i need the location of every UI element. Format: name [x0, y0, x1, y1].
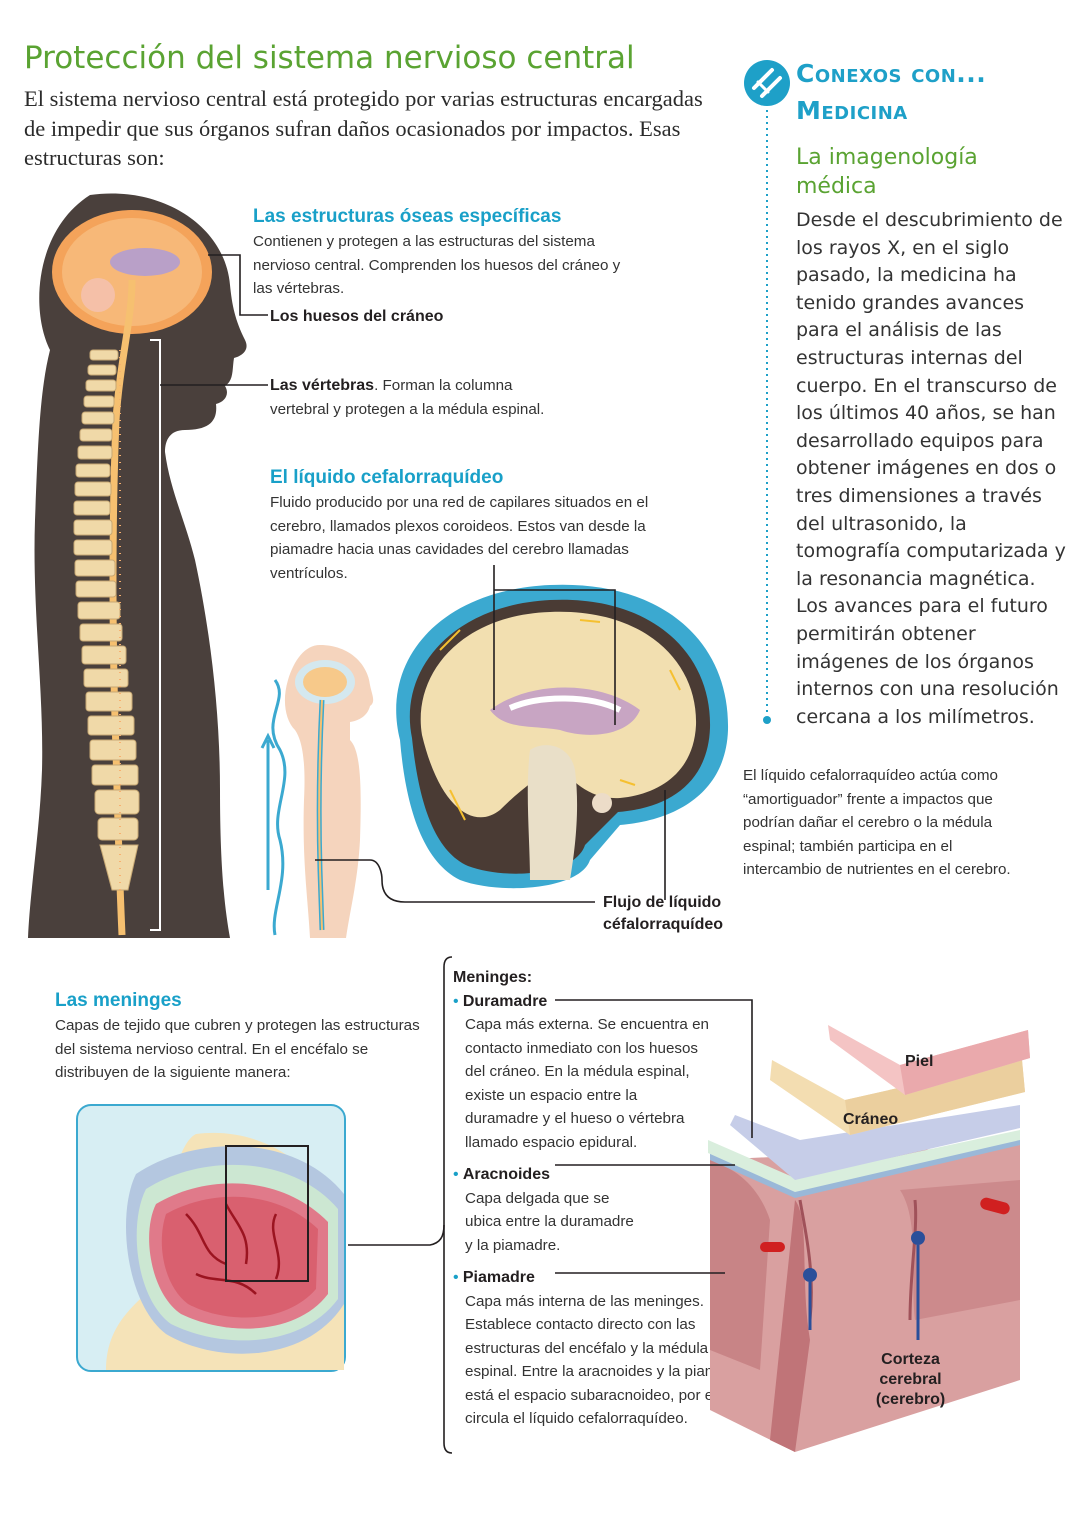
sidebar-subheading: La imagenología médica	[796, 145, 978, 199]
vertebrae-paragraph: Las vértebras. Forman la columna vertebr…	[270, 374, 570, 421]
brain-closeup-illustration	[76, 1104, 346, 1372]
body-silhouette-illustration	[28, 193, 247, 938]
bullet-icon: •	[453, 1166, 459, 1183]
meninges-item-duramadre: • Duramadre Capa más externa. Se encuent…	[453, 990, 743, 1155]
meninges-item-piamadre: • Piamadre Capa más interna de las menin…	[453, 1266, 749, 1431]
bone-connector-lines	[150, 254, 268, 931]
meninges-item-aracnoides: • Aracnoides Capa delgada que se ubica e…	[453, 1163, 743, 1257]
vertebrae-label: Las vértebras	[270, 377, 375, 394]
meninges-section-heading: Las meninges	[55, 990, 182, 1011]
csf-section-heading: El líquido cefalorraquídeo	[270, 467, 504, 488]
aracnoides-name: Aracnoides	[462, 1166, 550, 1183]
csf-section-text: Fluido producido por una red de capilare…	[270, 494, 649, 582]
sidebar-heading: Conexos con... Medicina	[796, 55, 986, 129]
sidebar-dotted-line	[763, 110, 771, 724]
sidebar-heading-line2: Medicina	[796, 96, 908, 125]
aracnoides-text: Capa delgada que se ubica entre la duram…	[465, 1189, 634, 1254]
skin-label: Piel	[905, 1053, 934, 1070]
duramadre-text: Capa más externa. Se encuentra en contac…	[465, 1016, 709, 1151]
skull-label: Cráneo	[843, 1111, 899, 1128]
meninges-bracket	[348, 956, 453, 1454]
bullet-icon: •	[453, 992, 459, 1010]
piamadre-name: Piamadre	[462, 1269, 535, 1286]
meninges-list: Meninges: • Duramadre Capa más externa. …	[453, 966, 749, 1431]
meninges-layer-diagram	[708, 1025, 1030, 1452]
meninges-connector-lines	[555, 999, 753, 1274]
bullet-icon: •	[453, 1269, 459, 1286]
csf-connector-lines	[315, 565, 666, 903]
sidebar-heading-line1: Conexos con...	[796, 59, 987, 88]
cortex-label: Corteza cerebral (cerebro)	[875, 1351, 946, 1408]
vertebrae-column	[73, 349, 140, 891]
piamadre-text: Capa más interna de las meninges. Establ…	[465, 1292, 749, 1428]
bone-section-text: Contienen y protegen a las estructuras d…	[253, 233, 621, 297]
medicine-icon	[744, 60, 790, 106]
meninges-list-title: Meninges:	[453, 969, 533, 986]
sidebar-body: Desde el descubrimiento de los rayos X, …	[796, 209, 1066, 728]
small-body-figure	[260, 645, 374, 938]
csf-caption: El líquido cefalorraquídeo actúa como “a…	[743, 767, 1011, 878]
bone-section-heading: Las estructuras óseas específicas	[253, 206, 562, 227]
page-title: Protección del sistema nervioso central	[24, 40, 635, 76]
duramadre-name: Duramadre	[462, 992, 548, 1010]
brain-cross-section	[396, 584, 729, 889]
intro-paragraph: El sistema nervioso central está protegi…	[24, 86, 703, 170]
vertebrae-text: . Forman la columna vertebral y protegen…	[270, 377, 545, 418]
skull-bones-label: Los huesos del cráneo	[270, 308, 444, 325]
csf-flow-label: Flujo de líquido céfalorraquídeo	[603, 894, 724, 933]
meninges-section-text: Capas de tejido que cubren y protegen la…	[55, 1017, 420, 1081]
